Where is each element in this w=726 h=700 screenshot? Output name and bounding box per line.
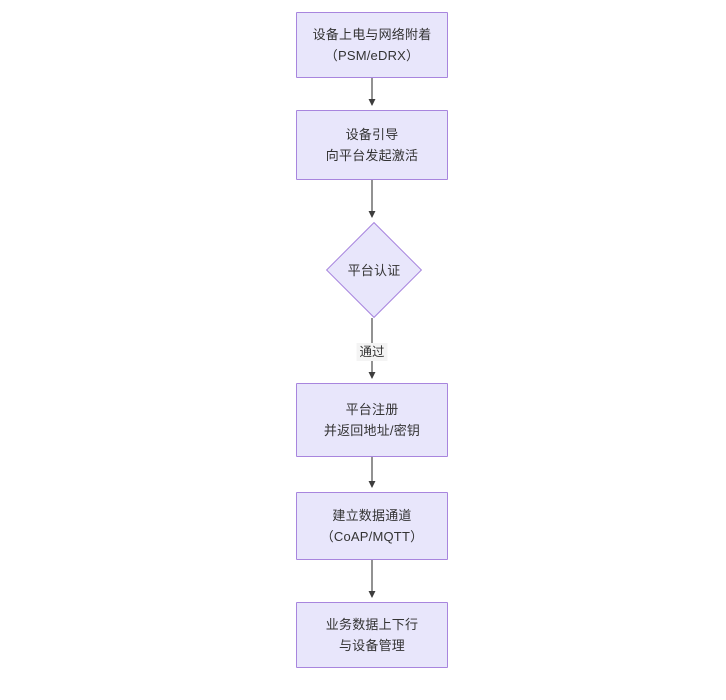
- node-power-on-network-attach[interactable]: 设备上电与网络附着 （PSM/eDRX）: [296, 12, 448, 78]
- node-label-line: 平台认证: [347, 262, 401, 278]
- node-label-line: （CoAP/MQTT）: [320, 529, 424, 544]
- node-label-line: （PSM/eDRX）: [324, 48, 420, 63]
- node-label-line: 设备上电与网络附着: [312, 27, 432, 42]
- node-business-data-and-device-management[interactable]: 业务数据上下行 与设备管理: [296, 602, 448, 668]
- edge-label-pass: 通过: [356, 343, 388, 361]
- node-establish-data-channel[interactable]: 建立数据通道 （CoAP/MQTT）: [296, 492, 448, 560]
- node-label-line: 平台注册: [345, 402, 399, 417]
- node-label-line: 与设备管理: [338, 638, 405, 653]
- node-platform-registration[interactable]: 平台注册 并返回地址/密钥: [296, 383, 448, 457]
- node-label-line: 向平台发起激活: [325, 148, 419, 163]
- node-label-line: 建立数据通道: [332, 508, 412, 523]
- node-device-bootstrap-activation[interactable]: 设备引导 向平台发起激活: [296, 110, 448, 180]
- node-label-line: 并返回地址/密钥: [323, 423, 421, 438]
- node-label-line: 设备引导: [345, 127, 399, 142]
- node-platform-authentication[interactable]: 平台认证: [325, 221, 423, 319]
- node-label-line: 业务数据上下行: [325, 617, 419, 632]
